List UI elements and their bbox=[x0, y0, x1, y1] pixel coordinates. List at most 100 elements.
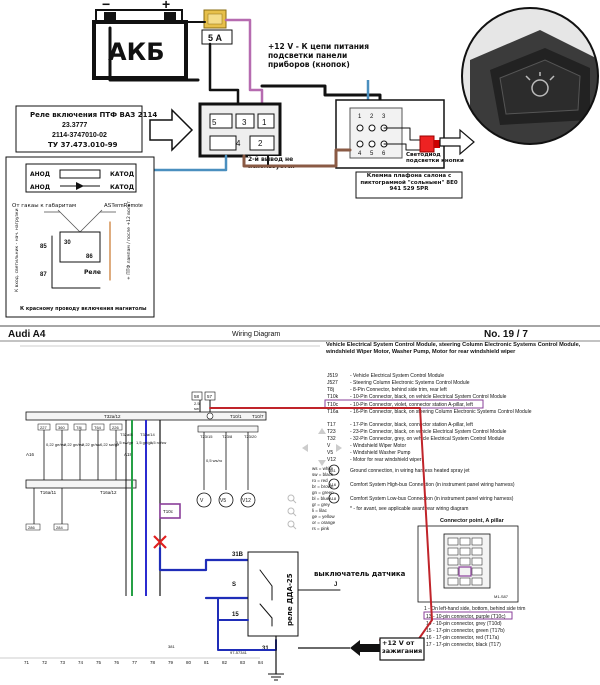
small-fuses: 227 360 T8j T64 226 bbox=[37, 423, 123, 431]
pin-86: 86 bbox=[86, 254, 93, 260]
grid-number: 80 bbox=[186, 660, 192, 665]
zoom-icons[interactable] bbox=[287, 494, 297, 530]
t10c-highlight bbox=[159, 503, 181, 519]
relay-pin: S bbox=[232, 582, 236, 588]
svg-text:−: − bbox=[102, 0, 110, 12]
btn-pin-6: 6 bbox=[382, 151, 386, 157]
legend-code: T17 bbox=[327, 422, 336, 428]
wd-title-left: Audi A4 bbox=[8, 329, 46, 340]
pin-87: 87 bbox=[40, 272, 47, 278]
legend-box: АНОД КАТОД АНОД КАТОД От гакаы к габарит… bbox=[5, 156, 155, 318]
legend-text: - 32-Pin Connector, grey, on vehicle Ele… bbox=[350, 436, 504, 442]
grid-number: 84 bbox=[258, 660, 264, 665]
wd-title-right: No. 19 / 7 bbox=[484, 329, 528, 340]
backlight-note-text: +12 V - К цепи питания подсветки панели … bbox=[268, 42, 370, 69]
connector-label: T10/1 bbox=[230, 414, 242, 419]
legend-text: - 23-Pin Connector, black, on vehicle El… bbox=[350, 429, 507, 435]
pan-control-icon[interactable] bbox=[302, 428, 342, 466]
color-code: li = lilac bbox=[312, 508, 328, 513]
color-codes: ws = white sw = black ro = red br = brow… bbox=[312, 466, 336, 531]
btn-pin-5: 5 bbox=[370, 151, 374, 157]
battery-label: АКБ bbox=[108, 38, 164, 66]
connector-label: T16a/12 bbox=[100, 490, 117, 495]
right-label: 0,5 ws/ro bbox=[206, 458, 223, 463]
relay-label: реле ДДА-25 bbox=[286, 573, 294, 626]
grid-number: 83 bbox=[240, 660, 246, 665]
fuse-code: 227 bbox=[40, 425, 47, 430]
connector-note: 15 - 17-pin connector, green (T17b) bbox=[426, 628, 505, 634]
arrow-left-icon bbox=[350, 640, 380, 656]
color-code: gr = grey bbox=[312, 502, 331, 507]
legend-text: - Windshield Wiper Motor bbox=[350, 443, 406, 449]
connector-notes-head: 1 - On left-hand side, bottom, behind si… bbox=[424, 606, 525, 612]
wire-label: 0,22 gr/sw bbox=[82, 442, 101, 447]
ground-items: 381 Ground connection, in wiring harness… bbox=[328, 464, 515, 504]
connector-label: T10/7 bbox=[252, 414, 264, 419]
right-label: T23/8 bbox=[222, 434, 233, 439]
cathode-1: КАТОД bbox=[110, 171, 134, 178]
grid-number: 77 bbox=[132, 660, 138, 665]
connector-note: 14 - 10-pin connector, grey (T10d) bbox=[426, 621, 502, 627]
grid-number: 72 bbox=[42, 660, 48, 665]
motor-icon bbox=[196, 492, 212, 508]
left-marker: A16 bbox=[26, 452, 35, 457]
button-photo bbox=[461, 7, 599, 145]
color-code: sw = black bbox=[312, 472, 334, 477]
color-code: gn = green bbox=[312, 490, 334, 495]
from-dimension: От гакаы к габаритам bbox=[12, 203, 76, 209]
grid-number: 73 bbox=[60, 660, 66, 665]
right-label: T23/15 bbox=[200, 434, 213, 439]
ground-icon bbox=[268, 673, 284, 681]
legend-text: - 16-Pin Connector, black, on steering C… bbox=[350, 409, 532, 415]
side-note-2: + ПТФ лампам / после +12 вольт bbox=[126, 201, 132, 280]
switch-pin: J bbox=[334, 582, 337, 588]
legend-text: - Vehicle Electrical System Control Modu… bbox=[350, 373, 444, 379]
dda-relay: 31B S 15 31 реле ДДА-25 bbox=[232, 551, 299, 652]
grid-number: 82 bbox=[222, 660, 228, 665]
legend-code: V5 bbox=[327, 450, 333, 456]
wire-label: 0,22 sw/ge bbox=[100, 442, 120, 447]
fuse-code: T64 bbox=[94, 425, 102, 430]
led-label: Светодиод подсветки кнопки bbox=[406, 152, 464, 164]
wd-title-center: Wiring Diagram bbox=[232, 331, 280, 338]
svg-text:+: + bbox=[162, 0, 170, 12]
lamp-icon bbox=[531, 79, 549, 97]
legend-code: V bbox=[327, 443, 331, 449]
legend-text: - Windshield Washer Pump bbox=[350, 450, 411, 456]
pin-note: 2-й вывод не используется bbox=[248, 156, 300, 170]
relay-title-1: Реле включения ПТФ ВАЗ 2114 bbox=[30, 111, 157, 119]
legend-text: - 8-Pin Connector, behind side trim, rea… bbox=[350, 387, 447, 393]
top-code: 58 bbox=[194, 394, 200, 399]
connector-ref: M1-S87 bbox=[494, 594, 509, 599]
ground-code: 381 bbox=[329, 468, 336, 473]
legend-code: T10c bbox=[327, 402, 339, 408]
fuse: 5 А bbox=[201, 9, 233, 45]
grid-numbers: 71 72 73 74 75 76 77 78 79 80 81 82 83 8… bbox=[24, 660, 264, 665]
color-code: or = orange bbox=[312, 520, 336, 525]
relay-pin-1: 1 bbox=[262, 118, 267, 127]
color-code: br = brown bbox=[312, 484, 334, 489]
button-connector: 1 2 3 4 5 6 bbox=[335, 99, 445, 169]
fuse-code: 226 bbox=[112, 425, 119, 430]
ground-code: A18 bbox=[329, 496, 337, 501]
plus12-box: +12 V от зажигания bbox=[379, 637, 425, 661]
right-label: V bbox=[200, 498, 204, 504]
grid-number: 71 bbox=[24, 660, 30, 665]
legend-text: - 10-Pin Connector, violet, connector st… bbox=[350, 402, 473, 408]
btn-pin-2: 2 bbox=[370, 114, 374, 120]
side-note-1: К вход. светильник - нач. нагрузки bbox=[14, 208, 20, 292]
mid-label: 1,5 ge/gn bbox=[136, 440, 153, 445]
fuse-code: T8j bbox=[76, 425, 82, 430]
btn-pin-3: 3 bbox=[382, 114, 386, 120]
anode-1: АНОД bbox=[30, 171, 50, 178]
relay-block: 5 3 1 4 2 bbox=[198, 102, 282, 158]
remote-label: ASTermRemote bbox=[104, 203, 143, 209]
connector-note: 13 - 10-pin connector, purple (T10c) bbox=[426, 614, 506, 620]
battery: − + АКБ bbox=[92, 0, 188, 80]
arrow-right-icon bbox=[439, 128, 475, 156]
mid-label: 1,5 sw/ge bbox=[116, 440, 134, 445]
top-code: 2.5 bbox=[194, 401, 200, 406]
btn-pin-1: 1 bbox=[358, 114, 362, 120]
relay-pin: 15 bbox=[232, 612, 239, 618]
